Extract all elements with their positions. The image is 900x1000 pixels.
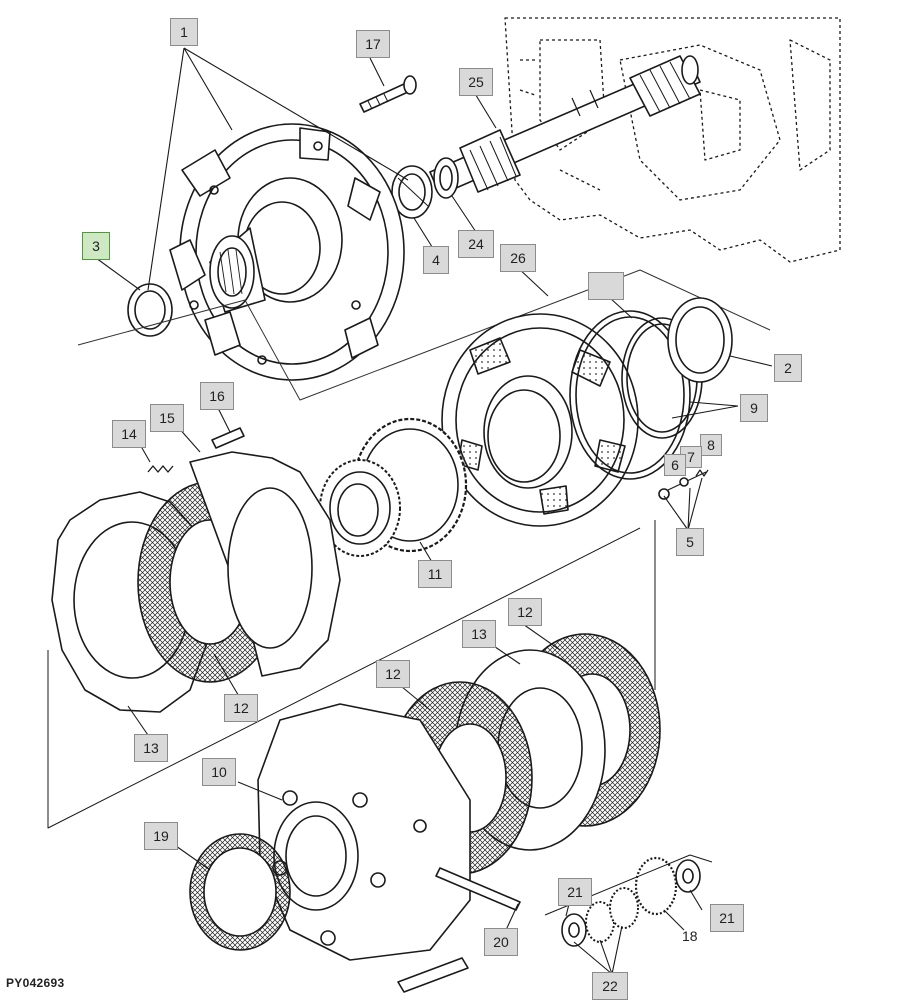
seal-ring-2 [667, 297, 733, 383]
figure-id: PY042693 [6, 976, 65, 990]
callout-26[interactable] [588, 272, 624, 300]
spring-assembly [658, 469, 709, 500]
callout-25[interactable]: 26 [500, 244, 536, 272]
callout-20[interactable]: 20 [484, 928, 518, 956]
callout-9[interactable]: 9 [740, 394, 768, 422]
carrier-housing [169, 123, 405, 381]
callout-12-middle[interactable]: 12 [376, 660, 410, 688]
group-outline-lower [47, 520, 656, 829]
callout-1[interactable]: 1 [170, 18, 198, 46]
callout-12-right[interactable]: 12 [508, 598, 542, 626]
seal-ring-26 [569, 310, 691, 480]
planet-group-outline [544, 854, 713, 916]
screw-16 [211, 427, 245, 449]
callout-17[interactable]: 17 [356, 30, 390, 58]
separator-plate-15 [189, 451, 341, 677]
callout-8[interactable]: 8 [700, 434, 722, 456]
callout-21-right[interactable]: 21 [710, 904, 744, 932]
callout-5[interactable]: 5 [676, 528, 704, 556]
shaft [429, 55, 701, 196]
bearing-4 [391, 165, 433, 219]
thrust-washer-19 [189, 833, 291, 951]
spring-14 [147, 465, 174, 473]
callout-10[interactable]: 10 [202, 758, 236, 786]
planet-gear-assembly [561, 856, 701, 947]
bolt-17 [359, 75, 417, 113]
callout-15[interactable]: 15 [150, 404, 184, 432]
snap-ring-23 [433, 157, 459, 199]
carrier-10 [257, 703, 471, 961]
callout-4[interactable]: 4 [423, 246, 449, 274]
callout-24[interactable]: 25 [459, 68, 493, 96]
callout-3[interactable]: 3 [82, 232, 110, 260]
callout-16[interactable]: 16 [200, 382, 234, 410]
callout-23[interactable]: 24 [458, 230, 494, 258]
transmission-housing [504, 17, 841, 263]
callout-2[interactable]: 2 [774, 354, 802, 382]
callout-18[interactable]: 18 [682, 928, 698, 944]
callout-13-right[interactable]: 13 [462, 620, 496, 648]
callout-19[interactable]: 19 [144, 822, 178, 850]
callout-6[interactable]: 6 [664, 454, 686, 476]
callout-11[interactable]: 11 [418, 560, 452, 588]
piston-25 [441, 313, 639, 527]
callout-13-left[interactable]: 13 [134, 734, 168, 762]
group-outline-upper [77, 269, 771, 401]
callout-21-left[interactable]: 21 [558, 878, 592, 906]
pin-20 [397, 867, 521, 993]
callout-14[interactable]: 14 [112, 420, 146, 448]
gear-11 [319, 417, 468, 557]
callout-22[interactable]: 22 [592, 972, 628, 1000]
callout-12-left[interactable]: 12 [224, 694, 258, 722]
ring-3 [127, 283, 173, 337]
